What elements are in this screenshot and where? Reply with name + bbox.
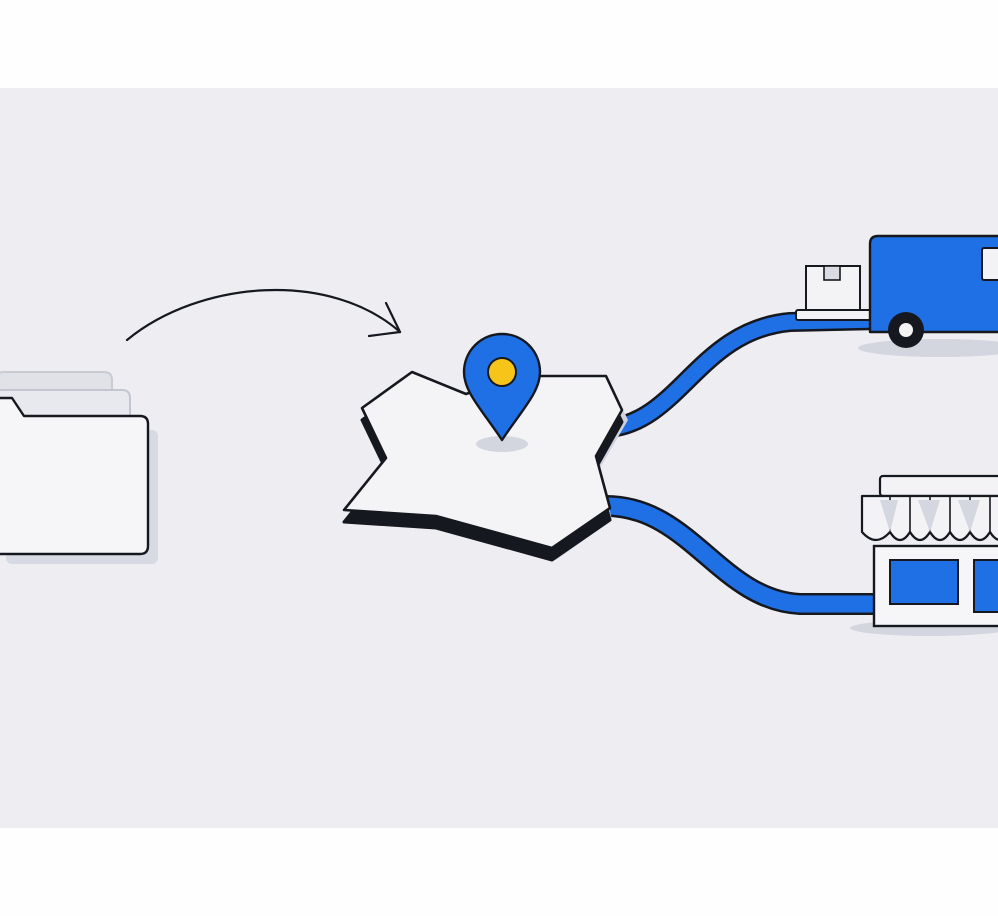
- delivery-truck-icon: [795, 234, 998, 357]
- storefront-icon: [850, 474, 998, 636]
- folder-icon: [0, 371, 158, 564]
- route-line-to-store: [595, 495, 889, 615]
- route-line-to-truck: [600, 310, 890, 438]
- region-map-icon: [342, 370, 628, 562]
- location-pin-icon: [462, 332, 542, 452]
- package-box-icon: [805, 265, 861, 311]
- curved-arrow-icon: [125, 288, 402, 342]
